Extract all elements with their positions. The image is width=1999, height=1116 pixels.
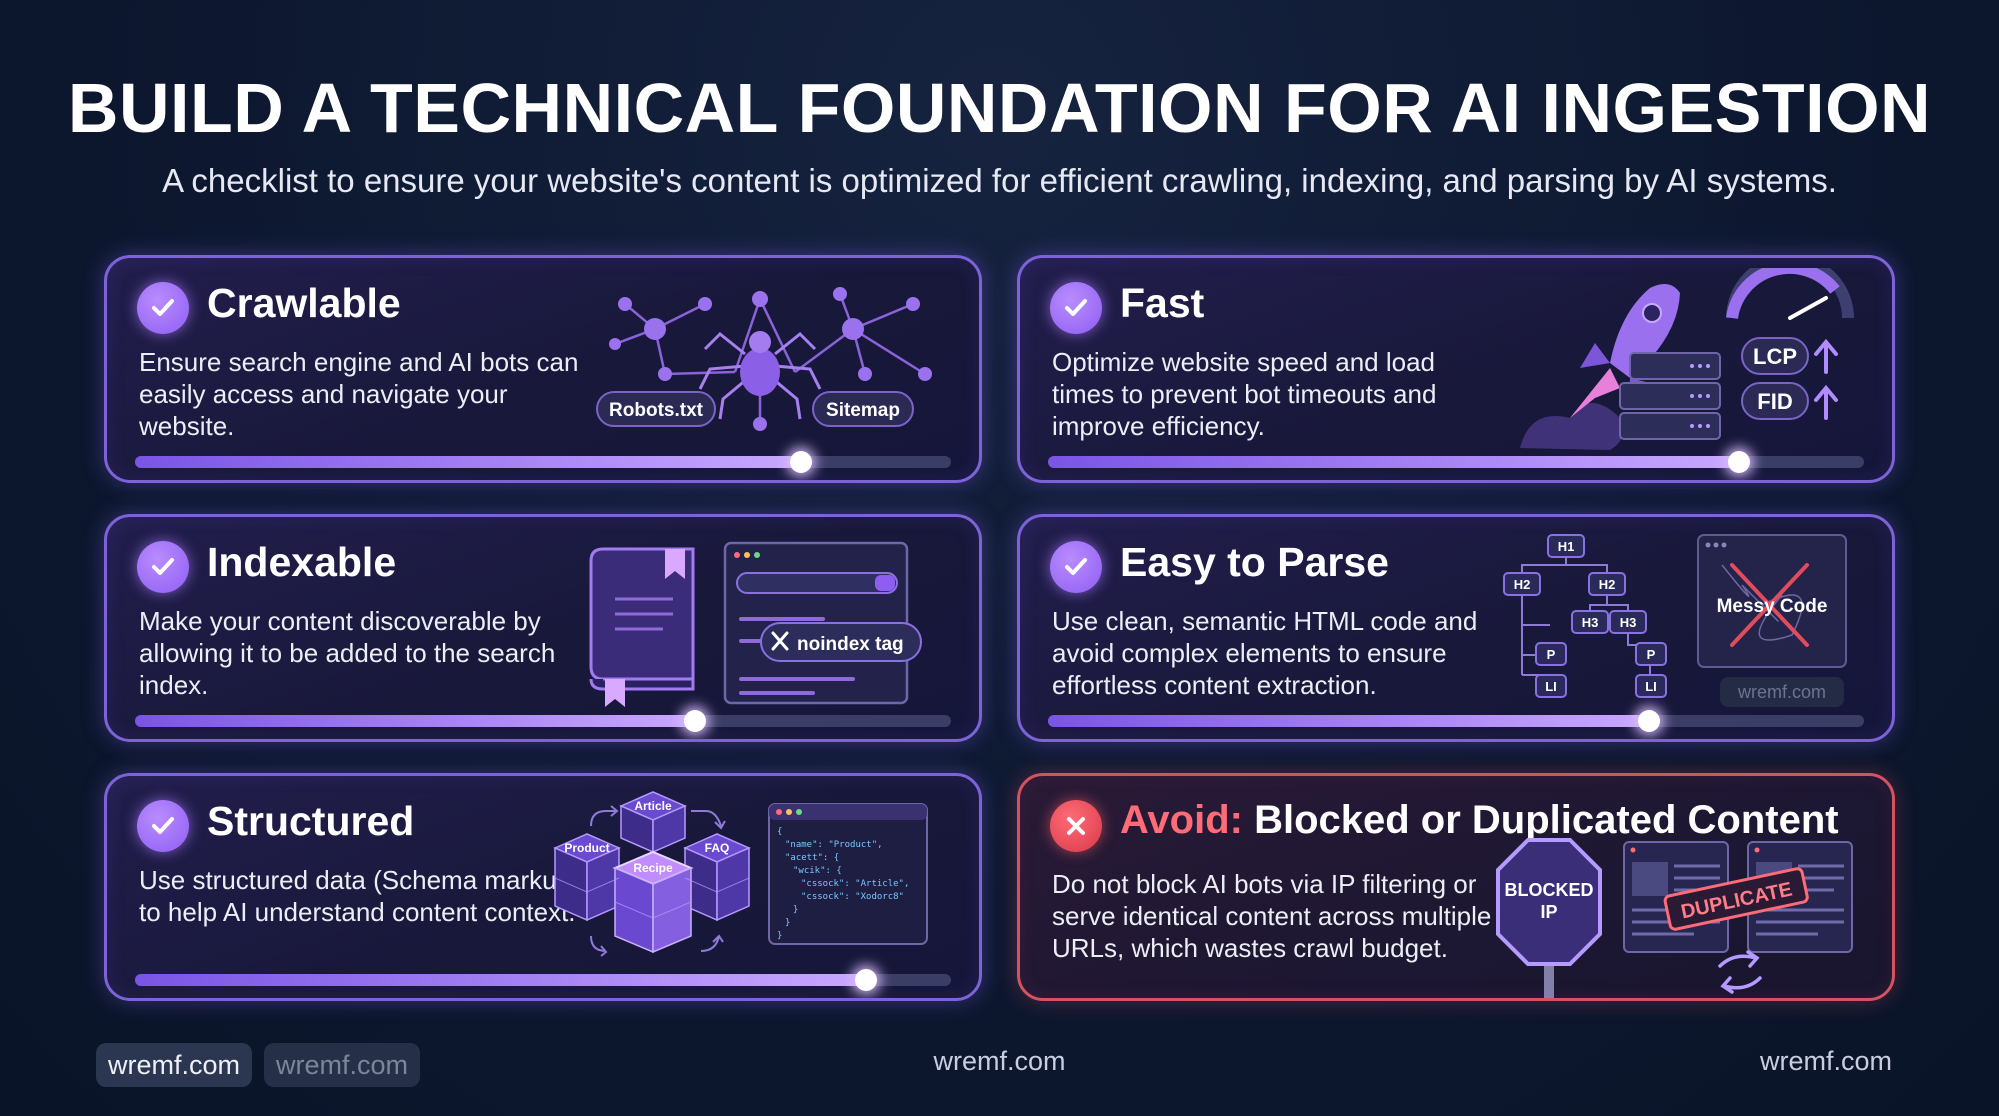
blocked-sign-line2: IP <box>1540 902 1557 922</box>
sitemap-tag: Sitemap <box>826 400 900 421</box>
progress-knob <box>790 451 813 473</box>
card-fast: Fast Optimize website speed and load tim… <box>1017 255 1895 483</box>
tree-node-li: LI <box>1645 679 1657 694</box>
progress-knob <box>855 969 878 991</box>
card-description: Use clean, semantic HTML code and avoid … <box>1052 606 1478 700</box>
robots-tag: Robots.txt <box>609 400 704 421</box>
cube-label: FAQ <box>705 841 730 855</box>
card-structured: Structured Use structured data (Schema m… <box>104 773 982 1001</box>
schema-cubes-icon: Article Product FAQ Recipe { "name": "Pr… <box>553 791 928 957</box>
check-icon <box>1050 282 1102 334</box>
html-tree-icon: H1 H2 H2 H3 H3 P P LI LI Messy Code wrem… <box>1503 534 1847 707</box>
progress-bar <box>1048 451 1864 473</box>
code-line: "wcik": { <box>793 866 842 876</box>
code-line: } <box>777 931 782 941</box>
card-title: Easy to Parse <box>1120 539 1389 585</box>
card-description: Do not block AI bots via IP filtering or… <box>1052 869 1492 963</box>
progress-bar <box>135 710 951 732</box>
code-line: { <box>777 827 782 837</box>
code-line: "cssock": "Article", <box>801 879 909 889</box>
noindex-tag: noindex tag <box>797 634 904 655</box>
card-avoid: Avoid: Blocked or Duplicated Content Do … <box>1017 773 1895 1001</box>
tree-node-h2: H2 <box>1514 577 1531 592</box>
code-line: "acett": { <box>785 853 839 863</box>
book-search-icon: noindex tag <box>589 541 922 707</box>
avoid-prefix: Avoid: <box>1120 798 1243 842</box>
tree-node-li: LI <box>1545 679 1557 694</box>
footer-chip-faded: wremf.com <box>264 1043 421 1087</box>
progress-bar <box>135 969 951 991</box>
code-line: } <box>793 905 798 915</box>
check-icon <box>137 282 189 334</box>
card-indexable: Indexable Make your content discoverable… <box>104 514 982 742</box>
card-crawlable: Crawlable Ensure search engine and AI bo… <box>104 255 982 483</box>
progress-bar <box>135 451 951 473</box>
progress-knob <box>684 710 707 732</box>
blocked-duplicate-icon: BLOCKED IP DUPLICATE <box>1496 838 1853 998</box>
progress-bar <box>1048 710 1864 732</box>
progress-knob <box>1637 710 1660 732</box>
blocked-sign-line1: BLOCKED <box>1505 880 1594 900</box>
check-icon <box>137 800 189 852</box>
check-icon <box>137 541 189 593</box>
lcp-metric: LCP <box>1753 344 1797 369</box>
footer-right-text: wremf.com <box>1759 1046 1892 1076</box>
messy-code-label: Messy Code <box>1717 596 1828 617</box>
card-title: Avoid: Blocked or Duplicated Content <box>1120 798 1839 843</box>
card-description: Use structured data (Schema markup) to h… <box>139 865 580 927</box>
footer-chip: wremf.com <box>96 1043 253 1087</box>
card-title: Indexable <box>207 539 397 585</box>
page-subtitle: A checklist to ensure your website's con… <box>162 162 1837 199</box>
cube-label: Article <box>634 799 672 813</box>
fid-metric: FID <box>1757 389 1792 414</box>
footer-center-text: wremf.com <box>933 1046 1066 1076</box>
tree-node-h2: H2 <box>1599 577 1616 592</box>
progress-knob <box>1727 451 1750 473</box>
card-title: Fast <box>1120 280 1205 326</box>
card-title: Structured <box>207 798 415 844</box>
check-icon <box>1050 541 1102 593</box>
code-line: "cssock": "Xodorc8" <box>801 892 904 902</box>
tree-node-h1: H1 <box>1558 539 1575 554</box>
tree-node-h3: H3 <box>1620 615 1637 630</box>
spider-network-icon: Robots.txt Sitemap <box>596 287 932 431</box>
watermark: wremf.com <box>1737 682 1826 702</box>
cube-label: Recipe <box>633 861 673 875</box>
card-description: Make your content discoverable by allowi… <box>139 606 556 700</box>
card-description: Ensure search engine and AI bots can eas… <box>139 347 579 441</box>
card-easy-to-parse: Easy to Parse Use clean, semantic HTML c… <box>1017 514 1895 742</box>
page-title: BUILD A TECHNICAL FOUNDATION FOR AI INGE… <box>67 69 1932 147</box>
card-description: Optimize website speed and load times to… <box>1052 347 1437 441</box>
cube-label: Product <box>564 841 609 855</box>
card-title: Crawlable <box>207 280 401 326</box>
code-line: "name": "Product", <box>785 840 883 850</box>
tree-node-p: P <box>1647 647 1656 662</box>
tree-node-h3: H3 <box>1582 615 1599 630</box>
code-line: } <box>785 918 790 928</box>
rocket-speed-icon: LCP FID <box>1520 268 1854 450</box>
x-icon <box>1050 800 1102 852</box>
tree-node-p: P <box>1547 647 1556 662</box>
avoid-title: Blocked or Duplicated Content <box>1254 798 1839 842</box>
